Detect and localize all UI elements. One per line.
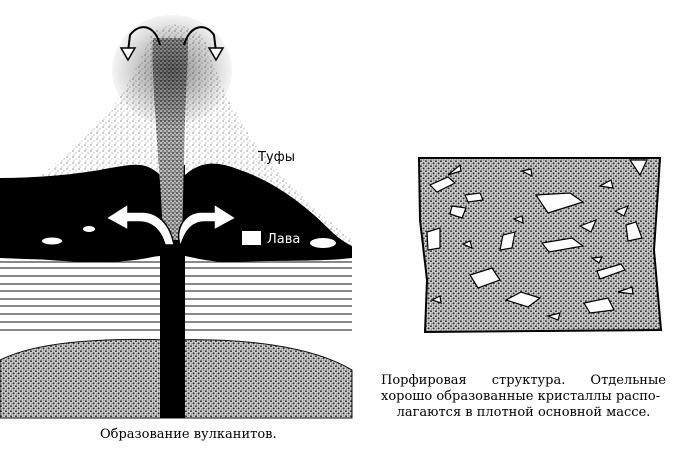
lava-body xyxy=(0,164,160,262)
phenocrysts xyxy=(426,159,648,321)
porphyry-caption-line1: Порфировая структура. Отдельные xyxy=(381,373,666,389)
arrowhead-left xyxy=(119,47,137,62)
porphyry-texture xyxy=(417,157,663,334)
ash-plume xyxy=(112,15,232,125)
porphyry-caption: Порфировая структура. Отдельные хорошо о… xyxy=(381,373,666,421)
porphyry-caption-line3: лагаются в плотной основной массе. xyxy=(396,405,651,420)
tuffs-label: Туфы xyxy=(258,150,296,165)
caption-word: структура. xyxy=(491,373,566,388)
caption-word: Отдельные xyxy=(590,373,666,388)
lava-flow-arrows xyxy=(104,202,238,246)
porphyry-block xyxy=(417,157,663,334)
volcano-section xyxy=(0,15,353,419)
arrowhead-right xyxy=(207,47,225,62)
porphyry-caption-line2: хорошо образованные кристаллы распо- xyxy=(381,389,661,404)
volcano-caption: Образование вулканитов. xyxy=(100,427,277,442)
lava-label: Лава xyxy=(267,232,301,247)
lava-wedge xyxy=(0,238,160,260)
caption-word: Порфировая xyxy=(381,373,467,388)
lava-inclusions xyxy=(42,226,336,248)
lava-body-right xyxy=(185,163,352,262)
ash-flow-arrows xyxy=(127,26,217,53)
